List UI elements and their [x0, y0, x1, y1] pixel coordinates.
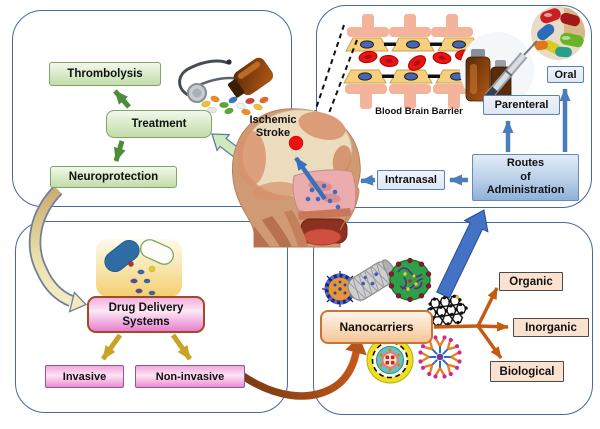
- parenteral-syringe-image: [460, 32, 538, 108]
- bbb-illustration: [343, 14, 481, 109]
- thrombolysis-box: Thrombolysis: [49, 62, 161, 86]
- biological-box: Biological: [490, 361, 564, 382]
- nanocarrier-category-arrows: [433, 287, 509, 360]
- oral-pills-image: [531, 6, 585, 60]
- arrow-treatment-to-neuroprotection: [113, 140, 126, 162]
- red-blood-cells: [358, 49, 473, 71]
- intranasal-drug-particles: [305, 183, 341, 210]
- arrow-dds-to-invasive: [100, 333, 123, 361]
- arrow-neuroprotection-to-dds: [28, 185, 88, 313]
- polymeric-micelle-icon: [388, 257, 432, 303]
- liposome-large-icon: [366, 336, 414, 384]
- arrow-bbb-to-brain: [309, 24, 358, 128]
- parenteral-label: Parenteral: [494, 99, 549, 111]
- drug-delivery-systems-box: Drug Delivery Systems: [87, 296, 205, 333]
- noninvasive-box: Non-invasive: [135, 365, 245, 388]
- intranasal-label: Intranasal: [385, 174, 437, 186]
- stethoscope-pills-image: [178, 57, 274, 116]
- capsule-spill-image: [96, 239, 182, 297]
- neuroprotection-box: Neuroprotection: [50, 166, 177, 188]
- arrow-nasal-to-brain: [294, 156, 327, 201]
- nanocarriers-label: Nanocarriers: [339, 320, 414, 334]
- biological-label: Biological: [499, 365, 555, 378]
- ischemic-stroke-label: Ischemic Stroke: [249, 114, 297, 139]
- route-arrows: [360, 88, 571, 186]
- organic-box: Organic: [499, 272, 563, 291]
- invasive-label: Invasive: [62, 370, 107, 383]
- routes-of-administration-box: Routes of Administration: [472, 154, 579, 201]
- arrow-treatment-to-thrombolysis: [113, 89, 131, 109]
- nanocarriers-box: Nanocarriers: [320, 310, 433, 344]
- thrombolysis-label: Thrombolysis: [67, 68, 143, 80]
- inorganic-label: Inorganic: [525, 321, 577, 334]
- arrow-nanocarriers-to-routes: [436, 209, 489, 299]
- stroke-site-marker: [288, 135, 304, 151]
- invasive-box: Invasive: [45, 365, 124, 388]
- organic-label: Organic: [509, 275, 553, 288]
- dendrimer-icon: [418, 335, 462, 379]
- noninvasive-label: Non-invasive: [155, 370, 225, 383]
- oral-box: Oral: [547, 66, 584, 83]
- head-anatomy-image: [232, 108, 361, 248]
- oral-label: Oral: [554, 68, 577, 81]
- intranasal-box: Intranasal: [377, 170, 445, 190]
- arrow-dds-to-noninvasive: [170, 333, 193, 361]
- parenteral-box: Parenteral: [483, 95, 560, 115]
- treatment-label: Treatment: [131, 118, 187, 130]
- treatment-box: Treatment: [106, 110, 212, 138]
- neuroprotection-label: Neuroprotection: [68, 171, 159, 183]
- arrow-noninvasive-to-nanocarriers: [239, 336, 367, 400]
- bbb-label: Blood Brain Barrier: [375, 105, 463, 117]
- inorganic-box: Inorganic: [513, 318, 589, 337]
